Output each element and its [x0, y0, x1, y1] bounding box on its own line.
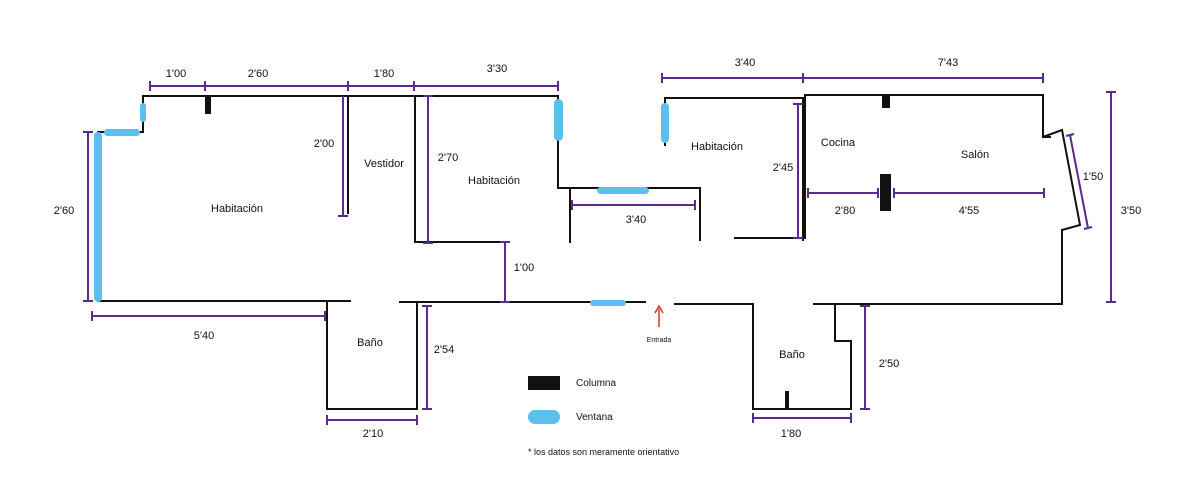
dimension-label: 3'40: [735, 57, 755, 69]
dimension-label: 2'50: [879, 358, 899, 370]
legend-column-label: Columna: [576, 378, 616, 389]
columns: [205, 95, 891, 409]
column-marker: [785, 391, 789, 409]
dimension-labels: 1'00 2'60 1'80 3'30 3'40 7'43 2'60 2'00 …: [54, 57, 1141, 440]
legend-window-swatch: [528, 410, 560, 424]
column-marker: [880, 174, 891, 211]
dimension-label: 1'50: [1083, 171, 1103, 183]
room-label-salon: Salón: [961, 149, 989, 161]
window-marker: [590, 300, 626, 306]
room-label-vestidor: Vestidor: [364, 158, 404, 170]
dimension-line: [1069, 134, 1089, 229]
window-marker: [94, 132, 102, 302]
wall-bano2: [752, 303, 852, 410]
window-marker: [661, 103, 669, 143]
legend-column-swatch: [528, 376, 560, 390]
dimension-label: 2'45: [773, 162, 793, 174]
wall-salon-right: [1042, 94, 1051, 138]
wall-left-notch: [97, 95, 144, 133]
room-labels: Habitación Vestidor Habitación Habitació…: [211, 137, 989, 361]
wall-hab2-left: [414, 95, 501, 243]
dimension-label: 2'54: [434, 344, 454, 356]
window-marker: [140, 103, 146, 122]
window-marker: [554, 99, 563, 141]
windows: [94, 99, 669, 306]
room-label-cocina: Cocina: [821, 137, 856, 149]
dimension-label: 3'30: [487, 63, 507, 75]
dimension-label: 1'80: [374, 68, 394, 80]
legend-note: * los datos son meramente orientativo: [528, 447, 679, 457]
dimension-label: 2'10: [363, 428, 383, 440]
wall-right-lower: [813, 229, 1063, 305]
dimension-label: 3'50: [1121, 205, 1141, 217]
dimension-label: 1'80: [781, 428, 801, 440]
legend-window-label: Ventana: [576, 412, 613, 423]
wall-bano1: [326, 300, 418, 410]
column-marker: [882, 95, 890, 108]
dimension-label: 2'60: [248, 68, 268, 80]
entrance-arrow-head-icon: [654, 304, 664, 314]
wall-bay-window: [1041, 128, 1082, 232]
room-label-habitacion-2: Habitación: [468, 175, 520, 187]
wall-hab2-right: [557, 95, 701, 189]
dimension-label: 2'00: [314, 138, 334, 150]
dimension-label: 2'80: [835, 205, 855, 217]
dimension-label: 1'00: [166, 68, 186, 80]
dimension-label: 1'00: [514, 262, 534, 274]
dimension-label: 4'55: [959, 205, 979, 217]
dimension-label: 3'40: [626, 214, 646, 226]
room-label-bano-2: Baño: [779, 349, 805, 361]
dimension-label: 2'70: [438, 152, 458, 164]
entrance-label: Entrada: [647, 337, 672, 344]
room-label-habitacion-1: Habitación: [211, 203, 263, 215]
window-marker: [104, 129, 140, 136]
dimension-line: [1083, 226, 1093, 230]
entrance: Entrada: [647, 304, 672, 344]
dimension-label: 5'40: [194, 330, 214, 342]
dimension-label: 2'60: [54, 205, 74, 217]
column-marker: [205, 96, 211, 114]
dimension-line: [1065, 133, 1075, 137]
dimension-lines: [83, 73, 1116, 425]
room-label-bano-1: Baño: [357, 337, 383, 349]
legend: Columna Ventana * los datos son merament…: [528, 376, 679, 457]
dimension-label: 7'43: [938, 57, 958, 69]
walls: [97, 94, 1082, 410]
room-label-habitacion-3: Habitación: [691, 141, 743, 153]
window-marker: [597, 187, 649, 194]
